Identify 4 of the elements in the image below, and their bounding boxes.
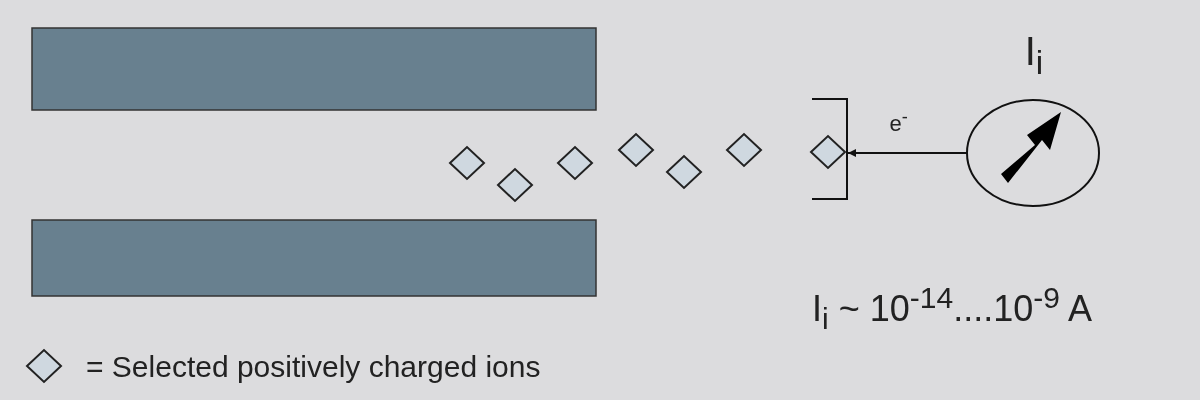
arrow: [847, 149, 968, 157]
current-label: I$_{i}$: [1023, 28, 1045, 83]
legend-text: = Selected positively charged ions: [86, 350, 541, 384]
formula-text: I$_{i}$ ~ 10$^{-14}$....10$^{-9}$ A: [812, 280, 1092, 338]
